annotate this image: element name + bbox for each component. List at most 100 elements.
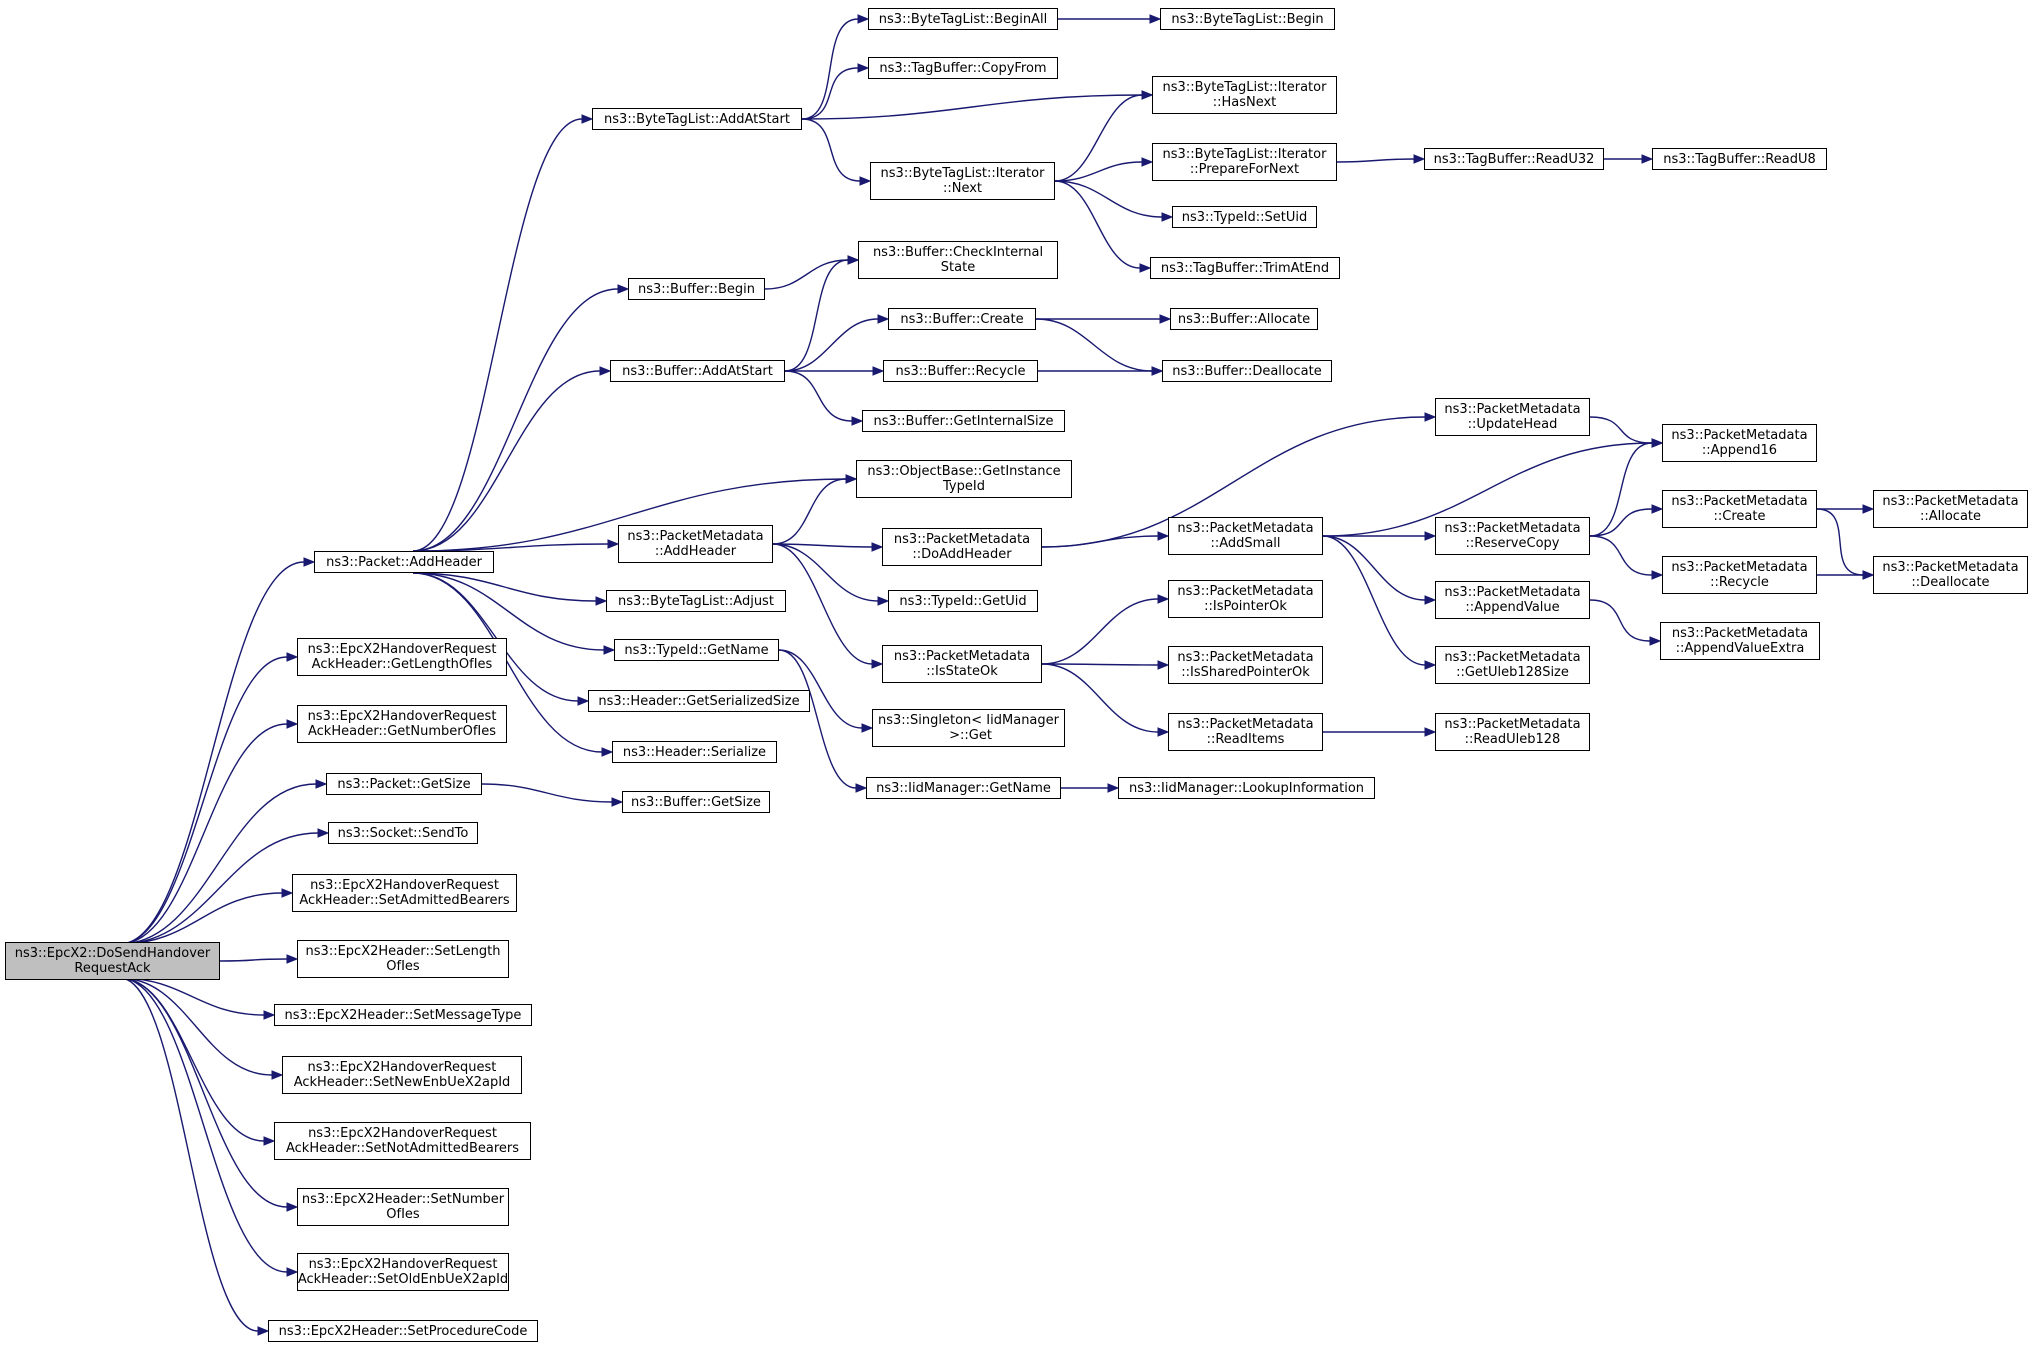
node-packetmetadata-append16[interactable]: ns3::PacketMetadata ::Append16: [1662, 424, 1817, 462]
node-x2header-setnumberofies[interactable]: ns3::EpcX2Header::SetNumber OfIes: [297, 1188, 509, 1226]
node-ackheader-setoldenbuex2apid[interactable]: ns3::EpcX2HandoverRequest AckHeader::Set…: [297, 1253, 509, 1291]
node-header-getserializedsize[interactable]: ns3::Header::GetSerializedSize: [588, 690, 810, 712]
node-buffer-allocate[interactable]: ns3::Buffer::Allocate: [1170, 308, 1318, 330]
arrowhead-pm-readuleb128: [1424, 727, 1437, 737]
node-packetmetadata-isstateok[interactable]: ns3::PacketMetadata ::IsStateOk: [882, 645, 1042, 683]
node-tagbuffer-copyfrom[interactable]: ns3::TagBuffer::CopyFrom: [868, 57, 1058, 79]
node-socket-sendto[interactable]: ns3::Socket::SendTo: [328, 822, 478, 844]
arrowhead-ackh-setadmitted: [281, 888, 294, 898]
arrowhead-ackh-getlengthofies: [286, 652, 299, 662]
arrowhead-pm-appendvalue: [1424, 595, 1437, 605]
arrowhead-pm-addheader: [607, 539, 620, 549]
node-iidmanager-getname[interactable]: ns3::IidManager::GetName: [866, 777, 1061, 799]
node-ackheader-setnotadmittedbearers[interactable]: ns3::EpcX2HandoverRequest AckHeader::Set…: [274, 1122, 531, 1160]
node-bytetaglist-addatstart[interactable]: ns3::ByteTagList::AddAtStart: [592, 108, 802, 130]
node-tagbuffer-trimatend[interactable]: ns3::TagBuffer::TrimAtEnd: [1150, 257, 1340, 279]
node-buffer-begin[interactable]: ns3::Buffer::Begin: [628, 278, 765, 300]
node-buffer-recycle[interactable]: ns3::Buffer::Recycle: [883, 360, 1038, 382]
node-packetmetadata-appendvalue[interactable]: ns3::PacketMetadata ::AppendValue: [1435, 581, 1590, 619]
node-ackheader-setadmittedbearers[interactable]: ns3::EpcX2HandoverRequest AckHeader::Set…: [292, 874, 517, 912]
edge-btl-addatstart-to-btli-next: [801, 118, 861, 182]
edge-pm-addheader-to-ob-getinstance: [772, 478, 847, 545]
node-header-serialize[interactable]: ns3::Header::Serialize: [612, 741, 777, 763]
arrowhead-tb-copyfrom: [857, 63, 870, 73]
arrowhead-buf-allocate: [1159, 314, 1172, 324]
arrowhead-ackh-setoldenb: [286, 1267, 299, 1277]
node-x2header-setlengthofies[interactable]: ns3::EpcX2Header::SetLength OfIes: [297, 940, 509, 978]
node-bytetaglist-iterator-hasnext[interactable]: ns3::ByteTagList::Iterator ::HasNext: [1152, 76, 1337, 114]
node-tagbuffer-readu8[interactable]: ns3::TagBuffer::ReadU8: [1652, 148, 1827, 170]
node-singleton-iidmanager-get[interactable]: ns3::Singleton< IidManager >::Get: [872, 709, 1065, 747]
node-bytetaglist-iterator-preparefornext[interactable]: ns3::ByteTagList::Iterator ::PrepareForN…: [1152, 143, 1337, 181]
node-packetmetadata-ispointerok[interactable]: ns3::PacketMetadata ::IsPointerOk: [1168, 580, 1323, 618]
edge-buf-create-to-buf-deallocate: [1035, 318, 1153, 372]
arrowhead-ob-getinstance: [845, 474, 858, 484]
arrowhead-tb-trimatend: [1139, 263, 1152, 273]
arrowhead-btl-addatstart: [581, 114, 594, 124]
arrowhead-socket-sendto: [317, 828, 330, 838]
node-packetmetadata-getuleb128size[interactable]: ns3::PacketMetadata ::GetUleb128Size: [1435, 646, 1590, 684]
arrowhead-iid-getname: [855, 783, 868, 793]
node-ackheader-getnumberofies[interactable]: ns3::EpcX2HandoverRequest AckHeader::Get…: [297, 705, 507, 743]
node-typeid-setuid[interactable]: ns3::TypeId::SetUid: [1172, 206, 1317, 228]
arrowhead-pm-ispointerok: [1157, 594, 1170, 604]
node-packetmetadata-recycle[interactable]: ns3::PacketMetadata ::Recycle: [1662, 556, 1817, 594]
node-packetmetadata-updatehead[interactable]: ns3::PacketMetadata ::UpdateHead: [1435, 398, 1590, 436]
node-iidmanager-lookupinformation[interactable]: ns3::IidManager::LookupInformation: [1118, 777, 1375, 799]
node-packetmetadata-reservecopy[interactable]: ns3::PacketMetadata ::ReserveCopy: [1435, 517, 1590, 555]
node-ackheader-getlengthofies[interactable]: ns3::EpcX2HandoverRequest AckHeader::Get…: [297, 638, 507, 676]
edge-pkt-addheader-to-header-getserializedsize: [412, 572, 579, 702]
node-packet-getsize[interactable]: ns3::Packet::GetSize: [326, 773, 482, 795]
node-packetmetadata-readuleb128[interactable]: ns3::PacketMetadata ::ReadUleb128: [1435, 713, 1590, 751]
edge-typeid-getname-to-iid-getname: [778, 649, 857, 789]
arrowhead-pm-appendvalueextra: [1649, 636, 1662, 646]
edge-typeid-getname-to-singleton-get: [778, 649, 863, 729]
node-packetmetadata-doaddheader[interactable]: ns3::PacketMetadata ::DoAddHeader: [882, 528, 1042, 566]
edge-root-to-ackh-setoldenb: [119, 977, 288, 1273]
node-packetmetadata-create[interactable]: ns3::PacketMetadata ::Create: [1662, 490, 1817, 528]
edge-root-to-ackh-setnotadmitted: [119, 977, 265, 1142]
arrowhead-typeid-getuid: [877, 596, 890, 606]
node-packetmetadata-deallocate[interactable]: ns3::PacketMetadata ::Deallocate: [1873, 556, 2028, 594]
node-bytetaglist-begin[interactable]: ns3::ByteTagList::Begin: [1160, 8, 1335, 30]
node-packet-addheader[interactable]: ns3::Packet::AddHeader: [314, 551, 494, 573]
arrowhead-pm-addsmall: [1157, 531, 1170, 541]
node-packetmetadata-addheader[interactable]: ns3::PacketMetadata ::AddHeader: [618, 525, 773, 563]
node-x2header-setmessagetype[interactable]: ns3::EpcX2Header::SetMessageType: [274, 1004, 532, 1026]
node-tagbuffer-readu32[interactable]: ns3::TagBuffer::ReadU32: [1424, 148, 1604, 170]
node-x2header-setprocedurecode[interactable]: ns3::EpcX2Header::SetProcedureCode: [268, 1320, 538, 1342]
node-bytetaglist-iterator-next[interactable]: ns3::ByteTagList::Iterator ::Next: [870, 162, 1055, 200]
node-typeid-getname[interactable]: ns3::TypeId::GetName: [614, 639, 779, 661]
node-buffer-getinternalsize[interactable]: ns3::Buffer::GetInternalSize: [862, 410, 1065, 432]
node-objectbase-getinstancetypeid[interactable]: ns3::ObjectBase::GetInstance TypeId: [856, 460, 1072, 498]
node-ackheader-setnewenbuex2apid[interactable]: ns3::EpcX2HandoverRequest AckHeader::Set…: [282, 1056, 522, 1094]
edge-pm-create-to-pm-deallocate: [1816, 508, 1864, 576]
edge-root-to-x2h-setnumberofies: [119, 977, 288, 1208]
arrowhead-x2h-setnumberofies: [286, 1202, 299, 1212]
arrowhead-pm-doaddheader: [871, 542, 884, 552]
node-packetmetadata-readitems[interactable]: ns3::PacketMetadata ::ReadItems: [1168, 713, 1323, 751]
edge-btli-preparefornext-to-tb-readu32: [1336, 158, 1415, 163]
node-buffer-checkinternalstate[interactable]: ns3::Buffer::CheckInternal State: [858, 241, 1058, 279]
node-packetmetadata-addsmall[interactable]: ns3::PacketMetadata ::AddSmall: [1168, 517, 1323, 555]
edge-pkt-addheader-to-buf-begin: [412, 288, 619, 552]
node-packetmetadata-appendvalueextra[interactable]: ns3::PacketMetadata ::AppendValueExtra: [1660, 622, 1820, 660]
node-buffer-getsize[interactable]: ns3::Buffer::GetSize: [622, 791, 770, 813]
node-buffer-deallocate[interactable]: ns3::Buffer::Deallocate: [1162, 360, 1332, 382]
call-edges: [119, 14, 1875, 1336]
node-bytetaglist-adjust[interactable]: ns3::ByteTagList::Adjust: [606, 590, 786, 612]
edge-btl-addatstart-to-btl-beginall: [801, 18, 859, 120]
edge-pm-addheader-to-pm-doaddheader: [772, 543, 873, 548]
node-buffer-addatstart[interactable]: ns3::Buffer::AddAtStart: [610, 360, 785, 382]
edge-pm-reservecopy-to-pm-append16: [1589, 442, 1653, 537]
edge-pkt-addheader-to-ob-getinstance: [412, 478, 847, 552]
edge-pkt-addheader-to-header-serialize: [412, 572, 603, 753]
node-packetmetadata-allocate[interactable]: ns3::PacketMetadata ::Allocate: [1873, 490, 2028, 528]
node-packetmetadata-issharedpointerok[interactable]: ns3::PacketMetadata ::IsSharedPointerOk: [1168, 646, 1323, 684]
arrowhead-x2h-setlengthofies: [286, 954, 299, 964]
node-typeid-getuid[interactable]: ns3::TypeId::GetUid: [888, 590, 1038, 612]
node-buffer-create[interactable]: ns3::Buffer::Create: [888, 308, 1036, 330]
node-bytetaglist-beginall[interactable]: ns3::ByteTagList::BeginAll: [868, 8, 1058, 30]
arrowhead-pkt-addheader: [303, 557, 316, 567]
node-epcx2-dosendhandoverrequestack: ns3::EpcX2::DoSendHandover RequestAck: [5, 942, 220, 980]
